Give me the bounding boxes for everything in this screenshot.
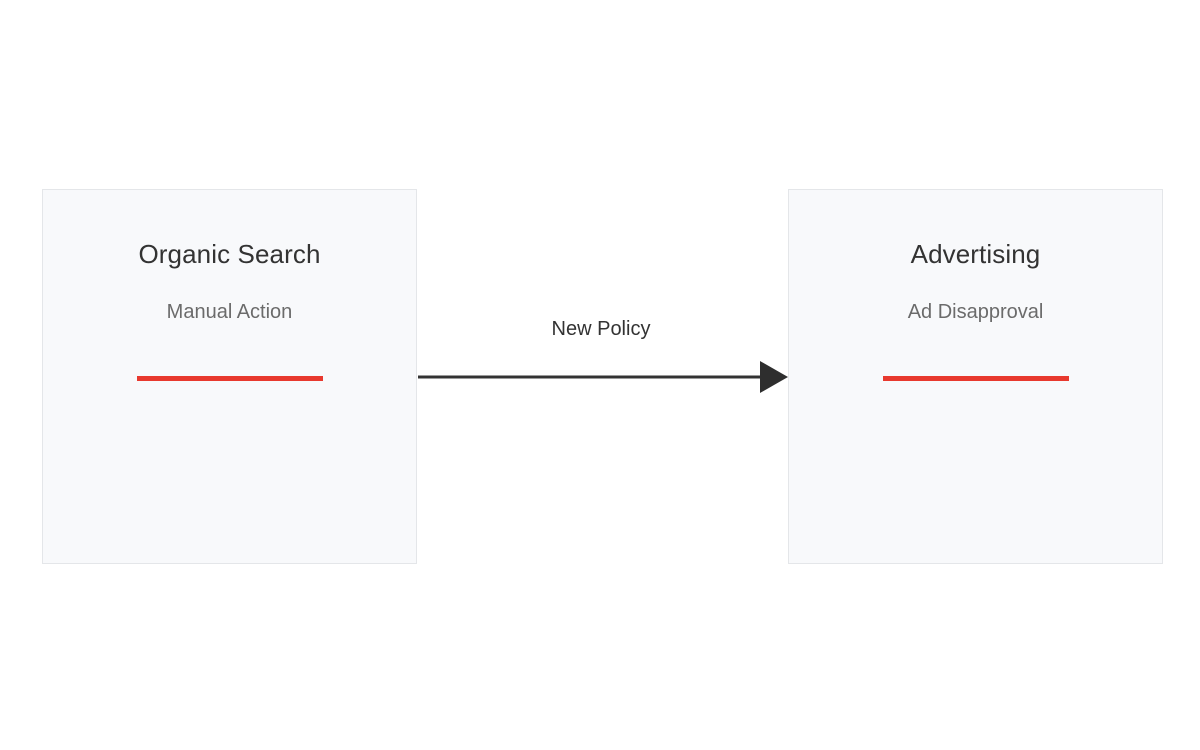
node-advertising-title: Advertising	[910, 239, 1041, 269]
node-organic-search-status-bar	[136, 376, 323, 381]
node-advertising[interactable]: Advertising Ad Disapproval	[788, 189, 1163, 564]
node-advertising-status-bar	[882, 376, 1069, 381]
node-organic-search[interactable]: Organic Search Manual Action	[42, 189, 417, 564]
node-advertising-subtitle: Ad Disapproval	[907, 301, 1044, 323]
node-organic-search-title: Organic Search	[138, 239, 321, 269]
arrowhead-icon	[760, 361, 788, 393]
node-organic-search-subtitle: Manual Action	[166, 301, 293, 323]
edge-label-new-policy: New Policy	[551, 318, 651, 340]
